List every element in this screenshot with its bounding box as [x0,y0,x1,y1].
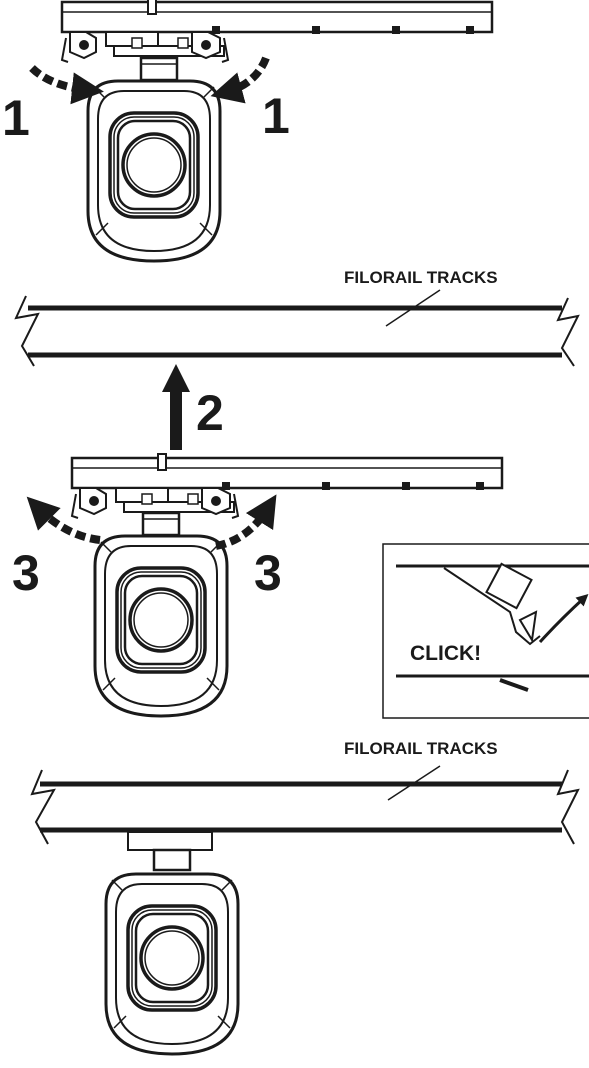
click-detail-box [382,543,589,719]
lock-arrow-right [215,494,277,550]
step-number-1-right: 1 [262,88,290,144]
step-number-3-right: 3 [254,545,282,601]
installed-spotlight [104,831,240,1056]
lower-track [30,765,580,845]
release-arrow-right [210,56,270,104]
track-label-upper: FILORAIL TRACKS [344,268,498,287]
lock-arrow-left [26,496,101,544]
lift-arrow [162,364,190,450]
click-label: CLICK! [410,642,481,665]
release-arrow-left [29,65,104,105]
upper-track [14,289,580,367]
step-number-1-left: 1 [2,90,30,146]
step-number-2: 2 [196,385,224,441]
step-number-3-left: 3 [12,545,40,601]
track-label-lower: FILORAIL TRACKS [344,739,498,758]
